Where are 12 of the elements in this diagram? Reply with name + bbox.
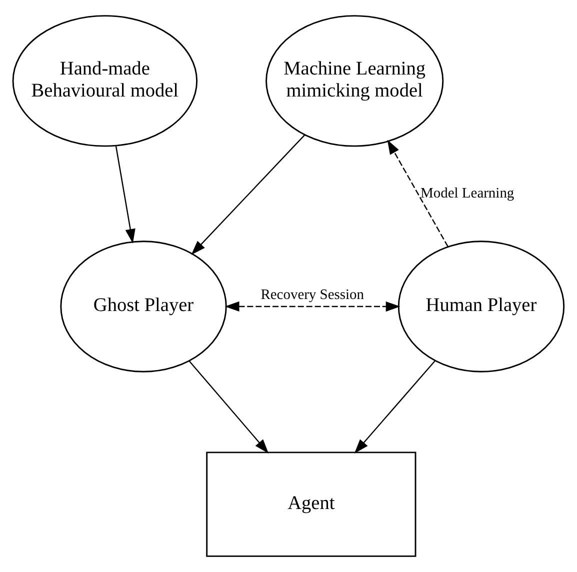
edge-label: Model Learning — [420, 185, 514, 202]
node-box: Agent — [206, 452, 416, 557]
edge-label: Recovery Session — [260, 286, 364, 303]
arrow — [387, 140, 448, 247]
arrow — [191, 134, 306, 255]
arrow — [188, 360, 269, 454]
arrow — [354, 360, 436, 454]
node-ellipse: Hand-made Behavioural model — [12, 15, 198, 147]
node-ellipse: Human Player — [398, 240, 565, 372]
arrow — [224, 301, 400, 312]
arrow — [115, 146, 136, 244]
node-ellipse: Machine Learning mimicking model — [266, 15, 444, 147]
